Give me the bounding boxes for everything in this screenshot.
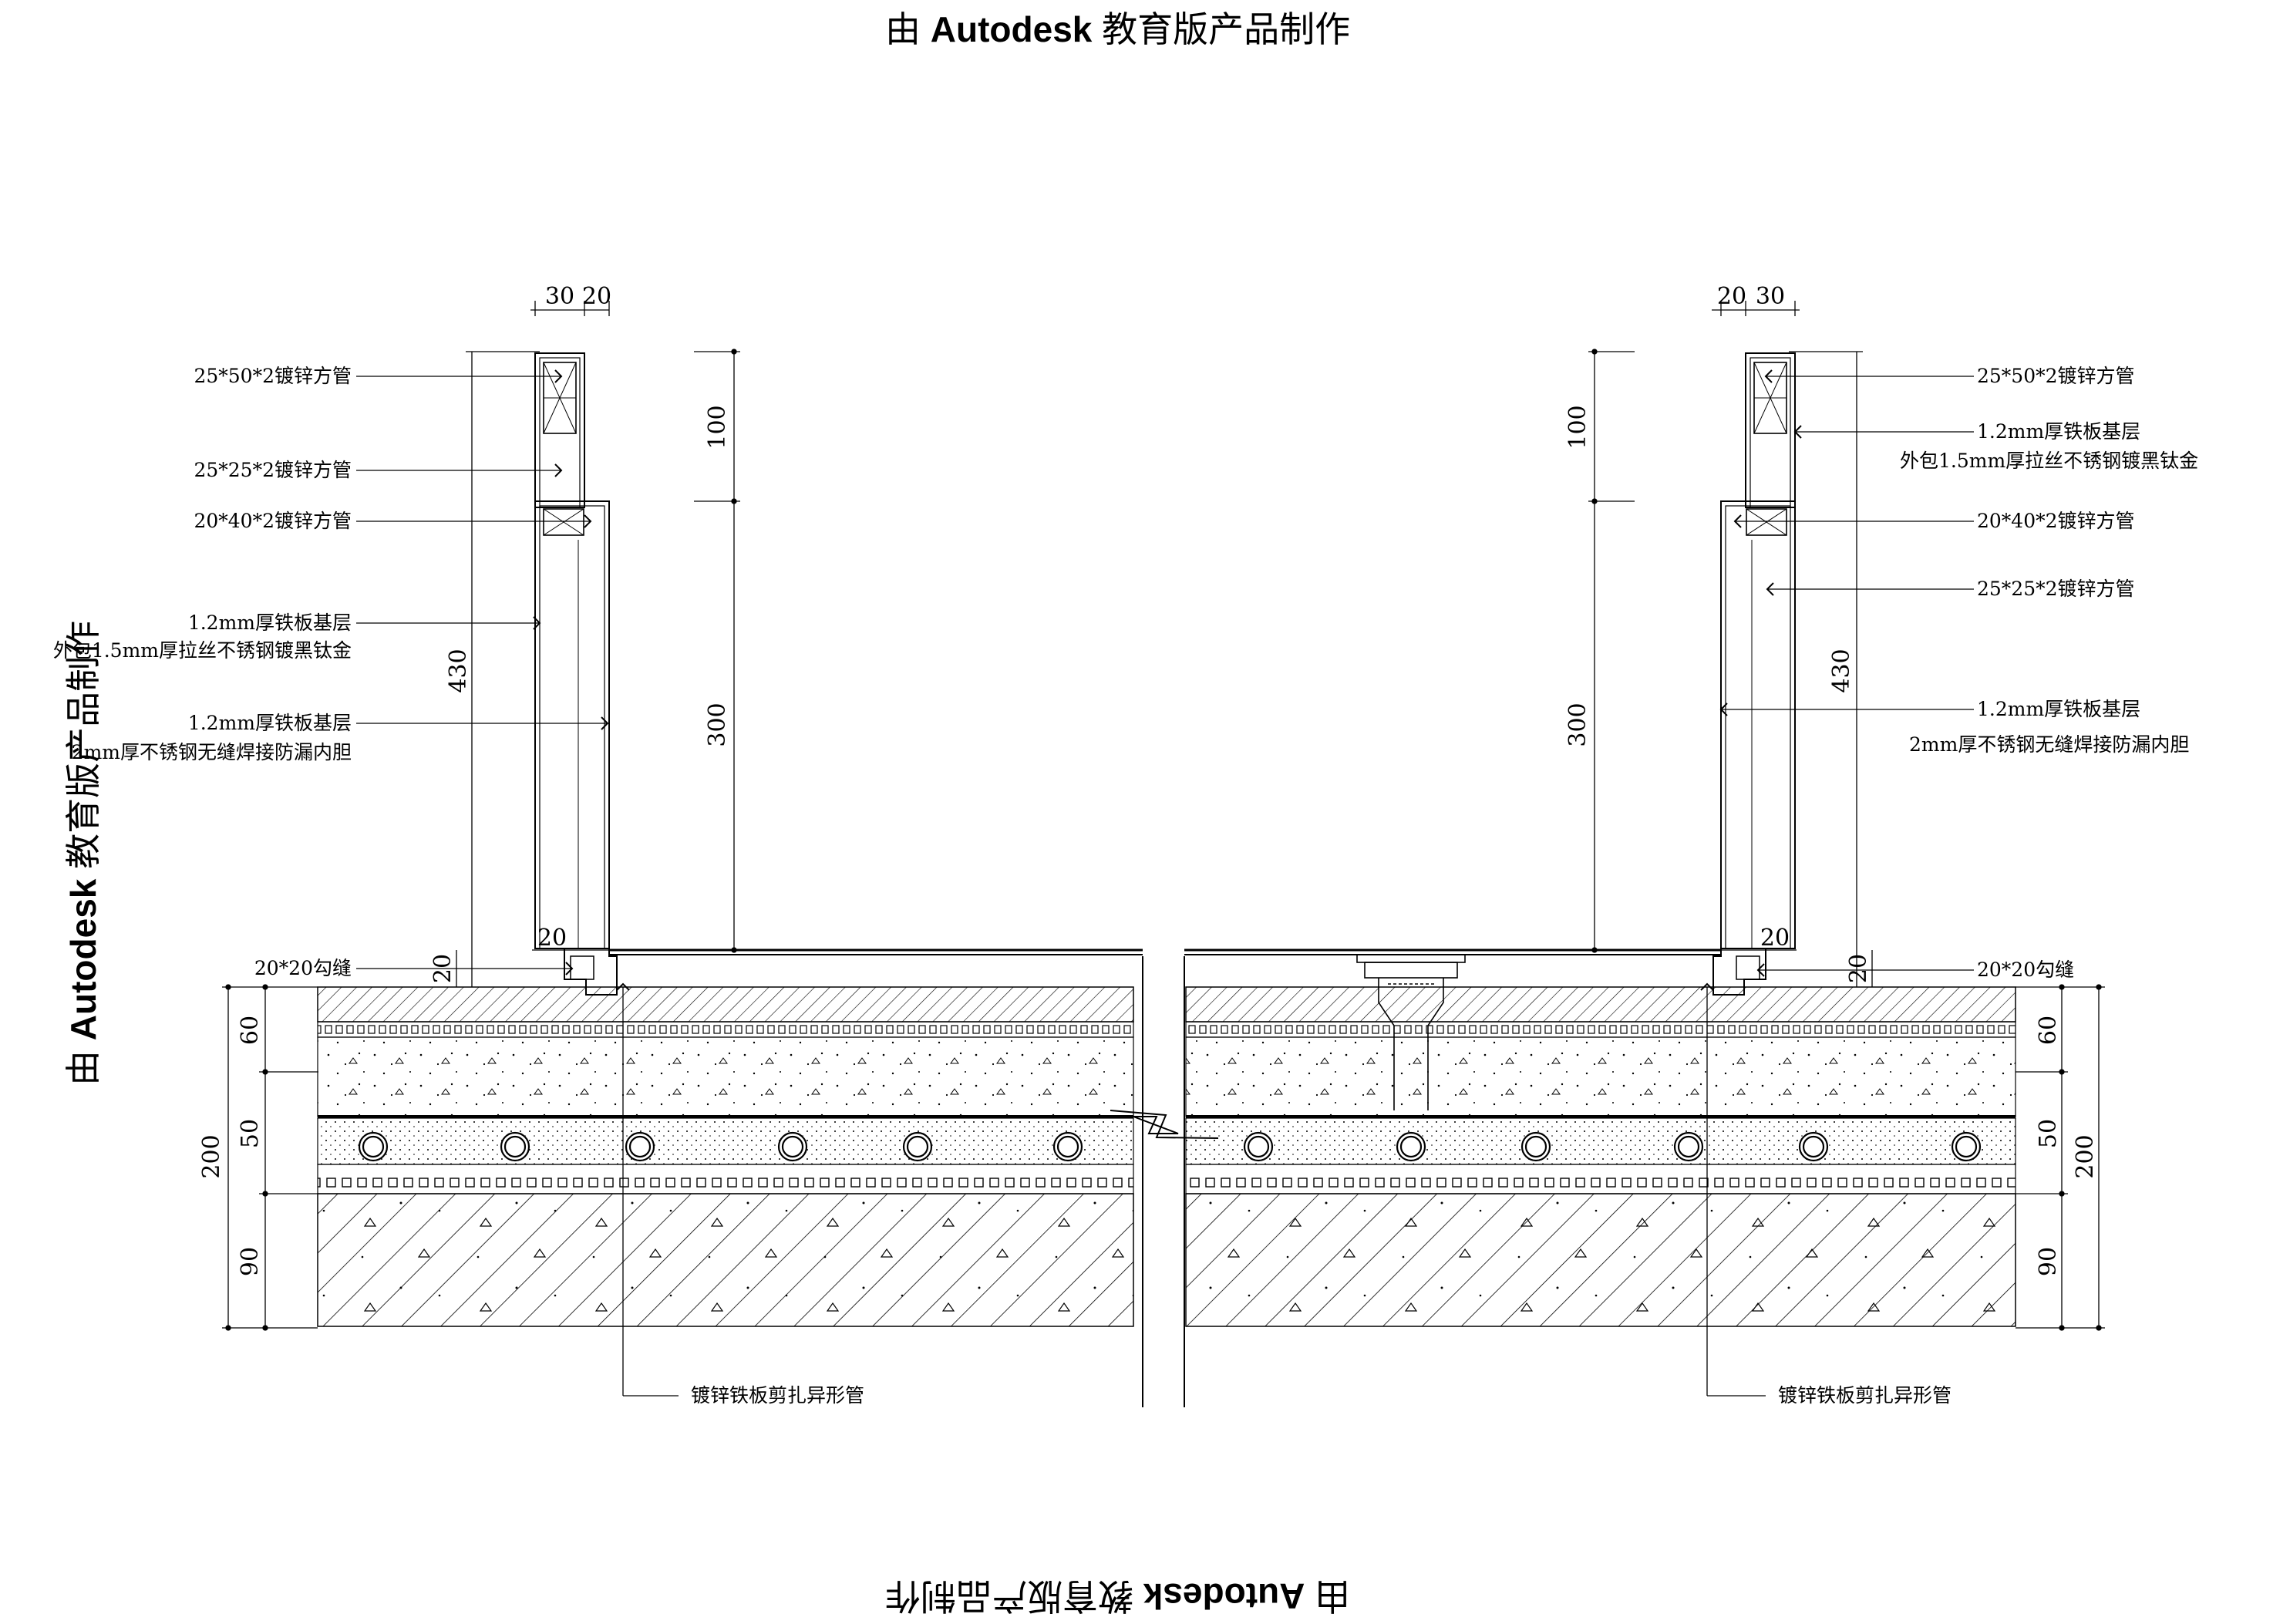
dim-l-430: 430	[445, 649, 472, 692]
dim-r-20b: 20	[1760, 925, 1790, 952]
callout-r6: 20*20勾缝	[1977, 959, 2074, 981]
right-wall	[1712, 352, 1796, 996]
callout-r-bottom: 镀锌铁板剪扎异形管	[1778, 1384, 1952, 1407]
callout-r2-line2: 外包1.5mm厚拉丝不锈钢镀黑钛金	[1900, 450, 2198, 472]
callout-r2-line1: 1.2mm厚铁板基层	[1977, 420, 2140, 443]
callout-l3: 20*40*2镀锌方管	[194, 510, 352, 532]
dimension-lines	[222, 301, 2105, 1331]
callout-l5-line2: 2mm厚不锈钢无缝焊接防漏内胆	[72, 741, 352, 763]
callout-r4: 25*25*2镀锌方管	[1977, 578, 2135, 600]
floor-right	[1185, 986, 2016, 1327]
break-line	[1103, 956, 1219, 1407]
callout-r1: 25*50*2镀锌方管	[1977, 365, 2135, 387]
left-wall	[534, 352, 618, 996]
heating-pipes	[358, 1131, 1982, 1162]
callout-r3: 20*40*2镀锌方管	[1977, 510, 2135, 532]
left-callouts: 25*50*2镀锌方管 25*25*2镀锌方管 20*40*2镀锌方管 1.2m…	[53, 365, 864, 1407]
dim-r-430: 430	[1828, 649, 1855, 692]
left-dim-texts: 30 20 430 100 300 20 20 60 50 90 200	[198, 283, 731, 1276]
floor-left	[317, 986, 1134, 1327]
dim-l-200: 200	[198, 1134, 225, 1178]
callout-r5-line2: 2mm厚不锈钢无缝焊接防漏内胆	[1909, 733, 2189, 756]
floor-section	[317, 956, 2016, 1407]
leaders	[356, 369, 1974, 1397]
callout-l6: 20*20勾缝	[254, 957, 352, 979]
callout-l4-line2: 外包1.5mm厚拉丝不锈钢镀黑钛金	[53, 639, 352, 662]
right-dim-texts: 20 30 430 100 300 20 20 60 50 90 200	[1564, 283, 2099, 1276]
dim-r-60: 60	[2035, 1016, 2062, 1045]
floor-drain	[1356, 954, 1466, 1110]
dim-r-90: 90	[2035, 1247, 2062, 1276]
dim-l-20: 20	[582, 283, 611, 310]
dim-r-100: 100	[1564, 405, 1591, 449]
dim-r-300: 300	[1564, 702, 1591, 746]
dim-l-300: 300	[704, 702, 731, 746]
dim-r-30: 30	[1756, 283, 1785, 310]
dim-l-90: 90	[237, 1247, 264, 1276]
dim-r-20c: 20	[1845, 954, 1872, 983]
right-callouts: 25*50*2镀锌方管 1.2mm厚铁板基层 外包1.5mm厚拉丝不锈钢镀黑钛金…	[1778, 365, 2198, 1407]
dim-l-30: 30	[545, 283, 574, 310]
dim-l-100: 100	[704, 405, 731, 449]
dim-l-20c: 20	[429, 954, 456, 983]
callout-l-bottom: 镀锌铁板剪扎异形管	[691, 1384, 864, 1407]
dim-l-60: 60	[237, 1016, 264, 1045]
callout-l1: 25*50*2镀锌方管	[194, 365, 352, 387]
tank-bottom	[609, 948, 1721, 1110]
dim-r-50: 50	[2035, 1119, 2062, 1148]
watermark-top: 由 Autodesk 教育版产品制作	[885, 9, 1351, 49]
dim-r-20: 20	[1717, 283, 1746, 310]
callout-l2: 25*25*2镀锌方管	[194, 459, 352, 481]
callout-r5-line1: 1.2mm厚铁板基层	[1977, 698, 2140, 720]
dim-l-50: 50	[237, 1119, 264, 1148]
dim-l-20b: 20	[537, 925, 567, 952]
dim-r-200: 200	[2072, 1134, 2099, 1178]
callout-l4-line1: 1.2mm厚铁板基层	[188, 612, 352, 634]
callout-l5-line1: 1.2mm厚铁板基层	[188, 712, 352, 734]
